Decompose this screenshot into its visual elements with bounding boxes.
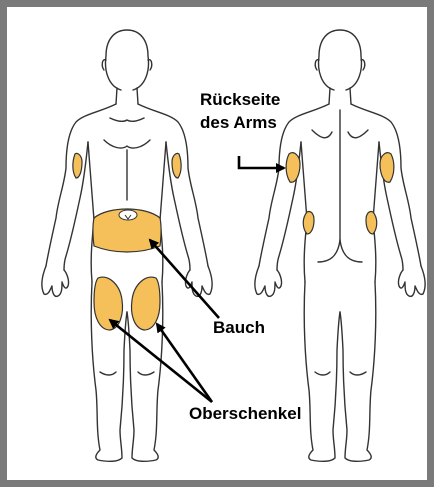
arrow-back-arm <box>239 156 284 168</box>
arrow-thigh-left <box>110 320 212 402</box>
back-body-figure <box>255 30 425 461</box>
injection-site-hip-right <box>366 211 377 234</box>
injection-site-thigh-right <box>132 277 161 330</box>
label-back-of-arm-line2: des Arms <box>200 111 280 134</box>
label-abdomen: Bauch <box>213 318 265 338</box>
injection-site-upper-arm-right <box>172 153 181 178</box>
label-back-of-arm: Rückseite des Arms <box>200 88 280 134</box>
injection-site-upper-arm-left <box>73 153 82 178</box>
label-back-of-arm-line1: Rückseite <box>200 88 280 111</box>
injection-site-thigh-left <box>94 277 123 330</box>
injection-site-hip-left <box>303 211 314 234</box>
pointer-arrows <box>110 156 284 402</box>
label-thigh: Oberschenkel <box>189 404 301 424</box>
injection-site-back-arm-right <box>380 153 394 183</box>
navel-mark <box>119 210 137 220</box>
injection-site-back-arm-left <box>286 153 300 183</box>
